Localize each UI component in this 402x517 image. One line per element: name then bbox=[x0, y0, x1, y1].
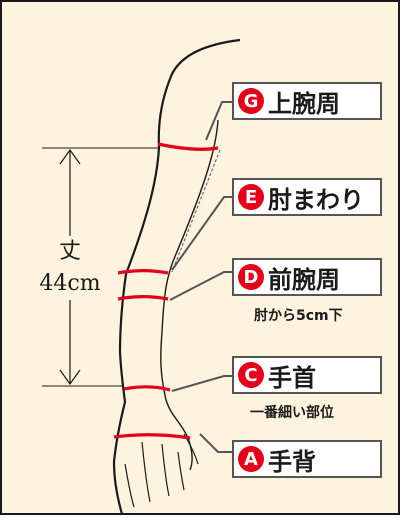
leader-d bbox=[169, 271, 234, 301]
label-hand-text: 手背 bbox=[268, 447, 316, 476]
label-forearm: D 前腕周 bbox=[232, 258, 382, 296]
band-wrist bbox=[123, 385, 171, 392]
label-elbow: E 肘まわり bbox=[232, 178, 382, 216]
finger-4 bbox=[177, 451, 185, 491]
leader-e bbox=[171, 196, 234, 271]
band-hand bbox=[113, 433, 191, 440]
badge-d: D bbox=[238, 264, 264, 290]
finger-2 bbox=[141, 441, 151, 503]
band-elbow bbox=[117, 269, 169, 275]
length-label: 丈 44cm bbox=[30, 236, 110, 300]
finger-3 bbox=[161, 443, 170, 497]
label-wrist-text: 手首 bbox=[268, 363, 316, 392]
label-wrist: C 手首 bbox=[232, 356, 382, 394]
label-elbow-text: 肘まわり bbox=[268, 185, 364, 214]
dimension-arrowhead-bottom bbox=[59, 369, 81, 386]
dimension-arrowhead-top bbox=[59, 148, 81, 165]
label-forearm-sub: 肘から5cm下 bbox=[254, 308, 343, 324]
length-char: 丈 bbox=[58, 239, 81, 264]
leader-a bbox=[199, 433, 234, 453]
label-wrist-sub: 一番細い部位 bbox=[250, 405, 334, 421]
length-value: 44cm bbox=[39, 271, 101, 296]
label-forearm-text: 前腕周 bbox=[268, 265, 340, 294]
arm-outline-front bbox=[160, 119, 219, 471]
badge-e: E bbox=[238, 184, 264, 210]
band-forearm bbox=[117, 295, 169, 301]
label-hand: A 手背 bbox=[232, 440, 382, 478]
finger-1 bbox=[124, 463, 135, 508]
badge-c: C bbox=[238, 362, 264, 388]
leader-e-dashed bbox=[171, 149, 221, 273]
badge-a: A bbox=[238, 446, 264, 472]
leader-c bbox=[171, 375, 234, 392]
badge-g: G bbox=[238, 88, 264, 114]
band-upper-arm bbox=[157, 142, 219, 151]
label-upper-arm: G 上腕周 bbox=[232, 82, 382, 120]
leader-g bbox=[205, 101, 234, 141]
label-upper-arm-text: 上腕周 bbox=[268, 89, 340, 118]
arm-outline-back bbox=[112, 38, 241, 515]
